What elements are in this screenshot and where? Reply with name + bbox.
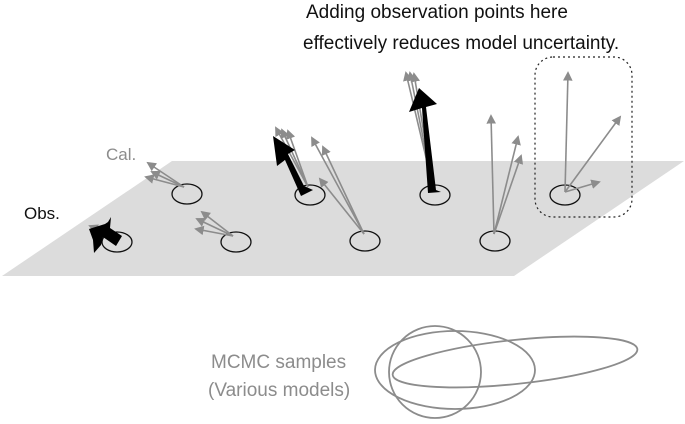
mcmc-ellipse xyxy=(374,330,536,410)
obs-point-circle xyxy=(349,230,381,252)
cal-arrow xyxy=(486,114,496,235)
cal-arrow xyxy=(564,179,601,193)
cal-arrow xyxy=(150,170,185,188)
obs-arrow xyxy=(273,136,313,196)
calculated-arrows xyxy=(88,71,622,239)
mcmc-samples-ellipses xyxy=(374,325,639,419)
cal-label: Cal. xyxy=(106,145,136,164)
cal-arrow xyxy=(493,135,521,235)
cal-arrow xyxy=(311,136,365,235)
obs-point-circle xyxy=(171,183,203,205)
obs-point-circle xyxy=(294,184,326,206)
cal-arrow xyxy=(318,177,365,235)
cal-arrow xyxy=(200,210,234,237)
ground-plane xyxy=(2,161,684,276)
cal-arrow xyxy=(493,154,524,235)
mcmc-label-line-1: MCMC samples xyxy=(211,352,346,373)
cal-arrow xyxy=(286,129,309,188)
cal-arrow xyxy=(144,174,185,188)
cal-arrow xyxy=(194,225,234,237)
cal-arrow xyxy=(195,217,234,237)
obs-label: Obs. xyxy=(24,204,60,223)
obs-point-circle xyxy=(101,231,133,253)
highlight-box xyxy=(534,56,633,218)
obs-point-circle xyxy=(220,231,252,253)
mcmc-circle xyxy=(388,325,482,419)
annotation-line-1: Adding observation points here xyxy=(306,2,568,23)
observed-arrows xyxy=(89,88,441,253)
obs-arrow xyxy=(89,217,122,253)
mcmc-ellipse-long xyxy=(391,335,639,389)
cal-arrow xyxy=(563,71,573,193)
mcmc-label-line-2: (Various models) xyxy=(208,380,350,401)
cal-arrow xyxy=(321,145,365,235)
annotation-line-2: effectively reduces model uncertainty. xyxy=(303,33,619,54)
cal-arrow xyxy=(564,115,622,193)
obs-arrow xyxy=(409,88,441,193)
cal-arrow xyxy=(146,161,185,188)
